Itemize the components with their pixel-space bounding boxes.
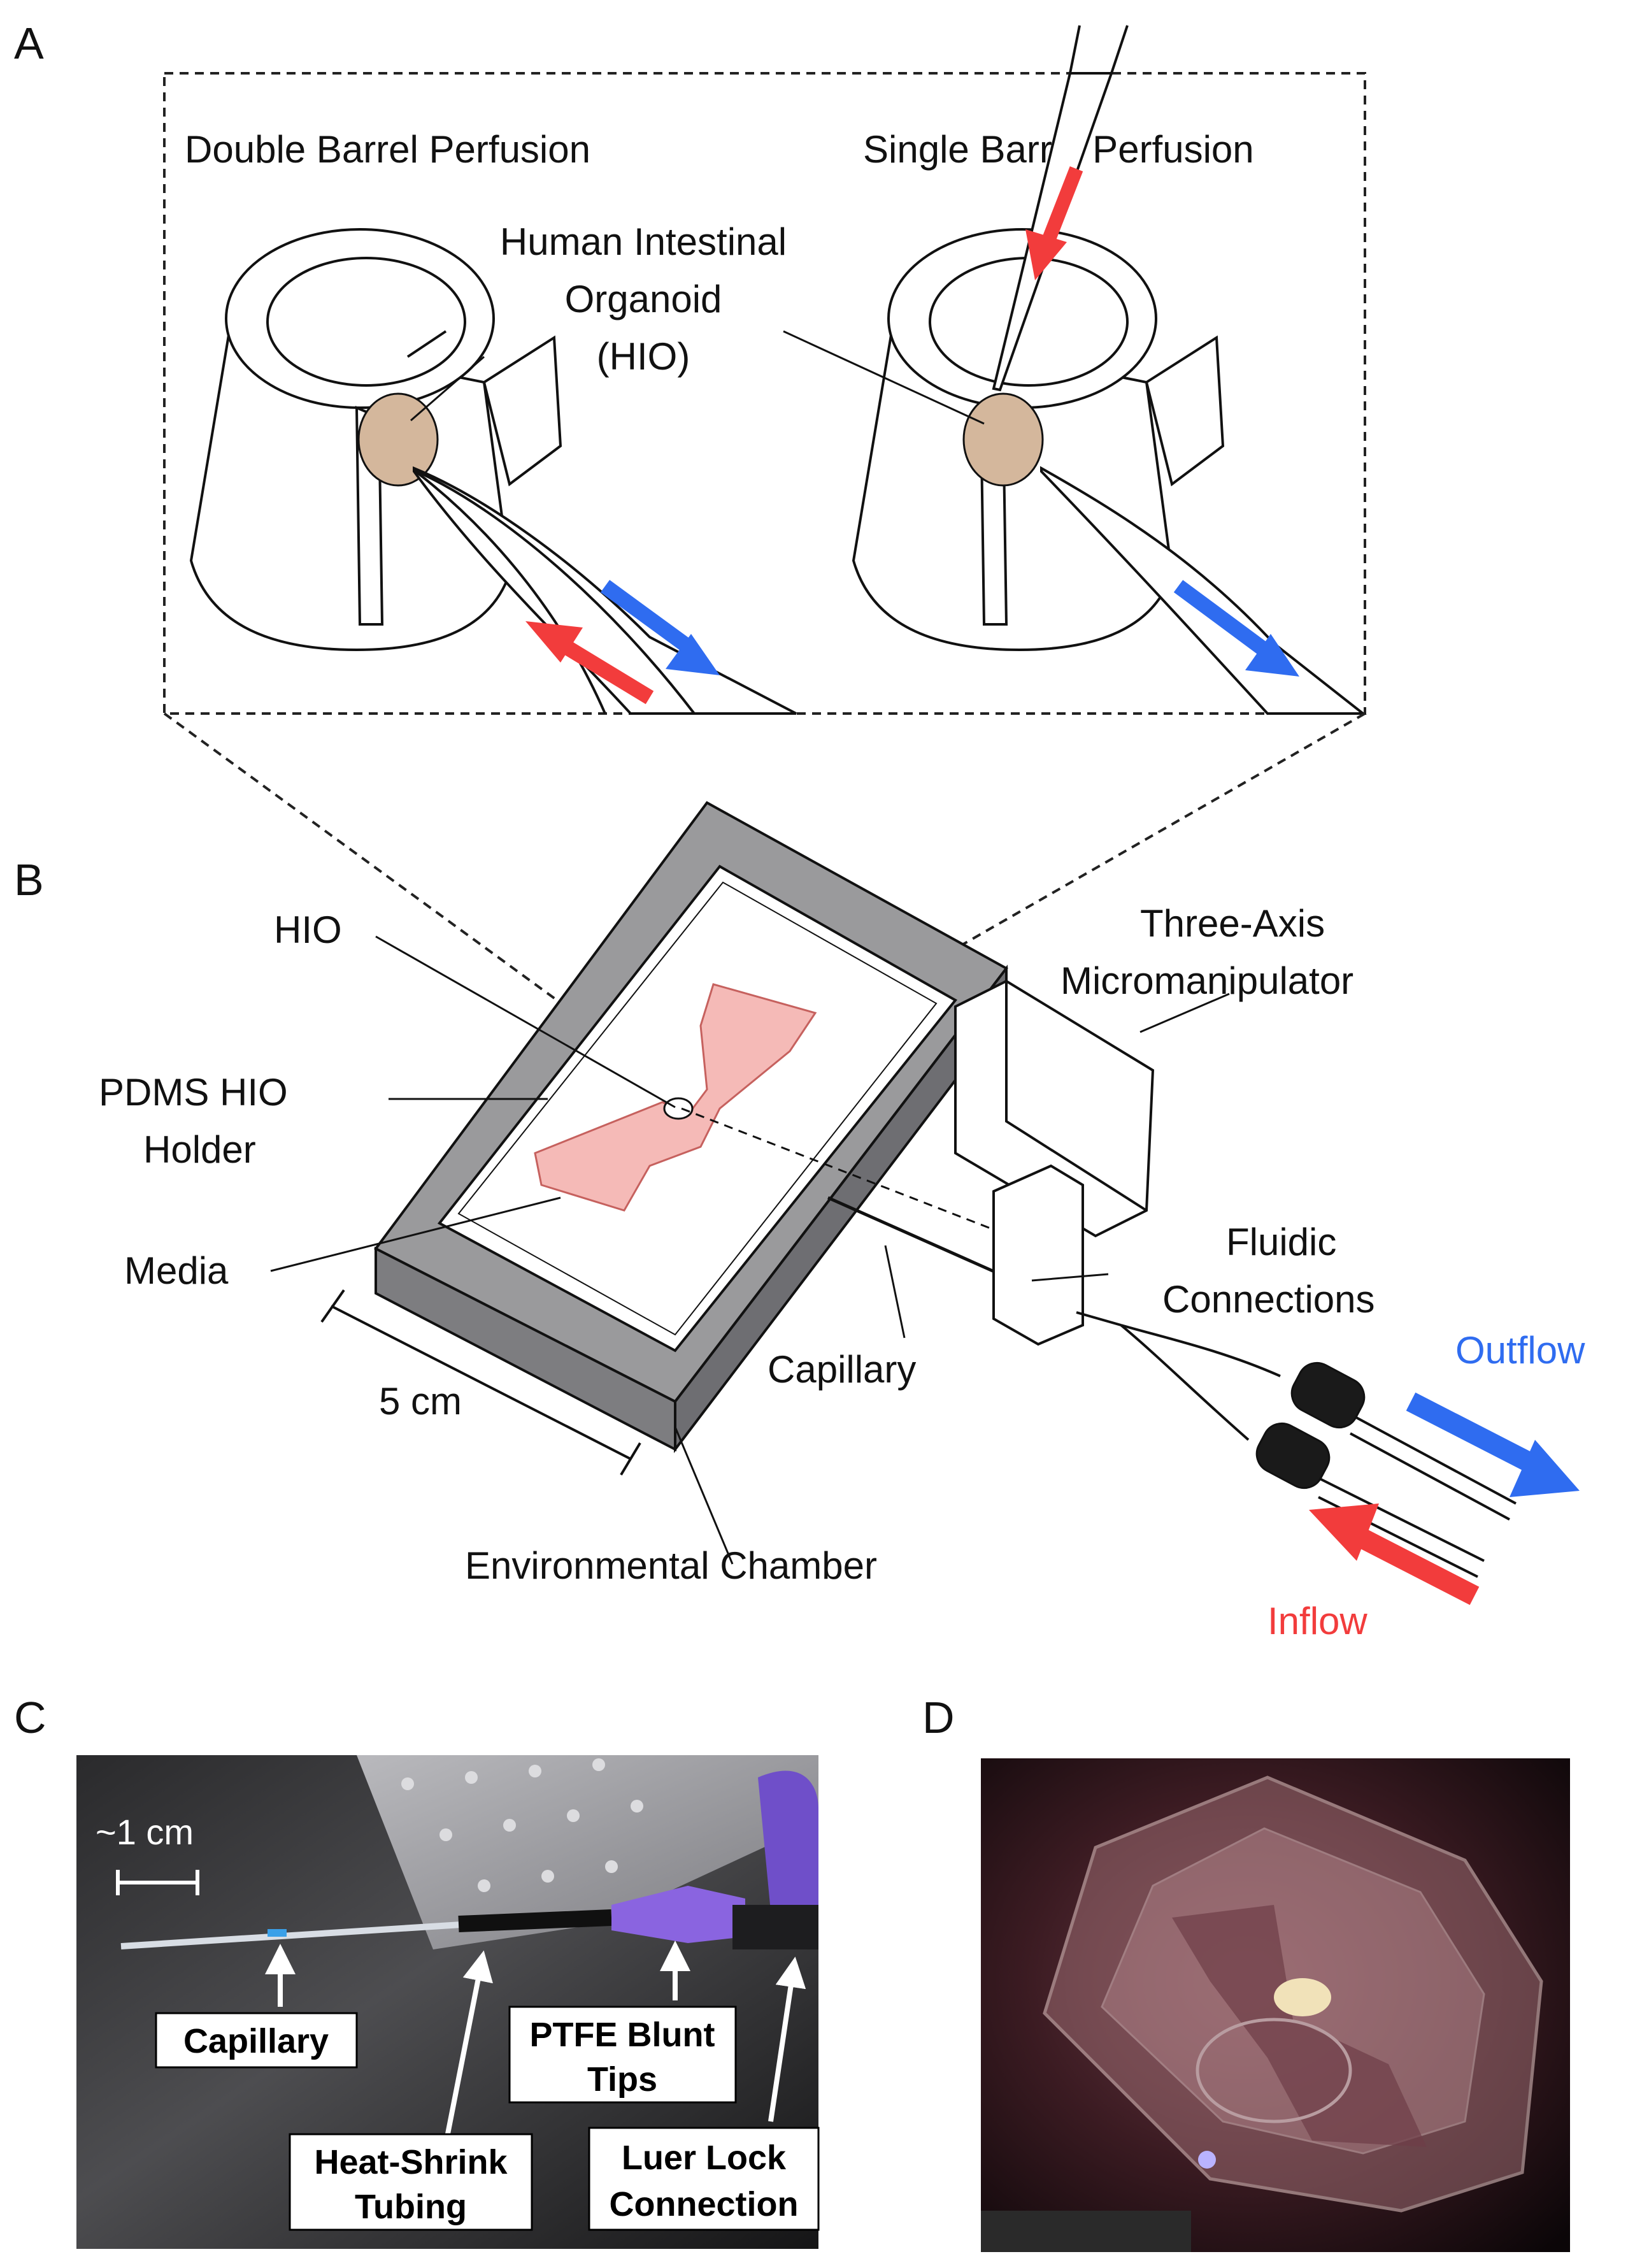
capillary-box-c — [155, 2012, 358, 2069]
three-axis-micromanipulator — [954, 979, 1155, 1346]
scale-bar-c — [116, 1870, 199, 1895]
media-label: Media — [124, 1249, 229, 1292]
organoid-label-line2: Organoid — [565, 278, 722, 320]
chamber-label: Environmental Chamber — [465, 1544, 877, 1587]
double-barrel-pipette — [413, 466, 797, 715]
inflow-arrow-right — [1025, 166, 1083, 280]
pdms-holder-label-line2: Holder — [143, 1128, 256, 1171]
panel-letter-a: A — [14, 18, 44, 68]
photo-d — [981, 1758, 1570, 2252]
micromanipulator-label-line1: Three-Axis — [1140, 902, 1325, 945]
outflow-label: Outflow — [1455, 1329, 1585, 1372]
ptfe-label-line2: Tips — [587, 2060, 657, 2099]
ptfe-box — [508, 2006, 737, 2104]
organoid-leader-left — [410, 355, 485, 422]
outflow-arrow-b — [1406, 1392, 1580, 1497]
organoid-left — [357, 392, 439, 487]
capillary-label-c: Capillary — [183, 2022, 329, 2060]
luer-lock-label-line1: Luer Lock — [622, 2139, 787, 2177]
scale-label-c: ~1 cm — [96, 1812, 194, 1852]
organoid-label-line1: Human Intestinal — [500, 220, 787, 263]
luer-connectors — [1255, 1361, 1366, 1489]
outflow-arrow-right — [1173, 580, 1299, 677]
double-barrel-title: Double Barrel Perfusion — [185, 128, 590, 171]
organoid-label-line3: (HIO) — [597, 335, 690, 378]
single-barrel-holder — [852, 228, 1225, 652]
organoid-right — [962, 392, 1044, 487]
zoom-box — [163, 72, 1366, 715]
pdms-holder-label-line1: PDMS HIO — [99, 1071, 288, 1114]
inflow-arrow-left — [525, 621, 654, 705]
heat-shrink-label-line1: Heat-Shrink — [314, 2143, 508, 2181]
luer-lock-label-line2: Connection — [610, 2185, 799, 2223]
outflow-arrow-left — [600, 580, 720, 675]
organoid-leader-right — [783, 330, 985, 425]
capillary-label-b: Capillary — [768, 1348, 916, 1391]
heat-shrink-label-line2: Tubing — [355, 2188, 467, 2226]
ptfe-label-line1: PTFE Blunt — [530, 2016, 715, 2054]
heat-shrink-box — [289, 2133, 533, 2231]
fluidic-label-line2: Connections — [1162, 1278, 1375, 1321]
fluidic-label-line1: Fluidic — [1226, 1221, 1336, 1263]
photo-c-arrows — [265, 1941, 806, 2160]
inflow-arrow-b — [1309, 1504, 1480, 1605]
fluidic-tubing — [1076, 1311, 1517, 1578]
hio-in-holder — [663, 1097, 694, 1120]
luer-lock-box — [588, 2127, 820, 2231]
leaders-b — [270, 935, 1230, 1565]
scale-bar-b — [320, 1289, 641, 1476]
scale-label-b: 5 cm — [379, 1380, 462, 1423]
panel-letter-b: B — [14, 855, 44, 905]
capillary-tube — [827, 1196, 1001, 1276]
inflow-label: Inflow — [1267, 1600, 1367, 1642]
capillary-line — [681, 1107, 994, 1231]
panel-letter-c: C — [14, 1693, 46, 1742]
micromanipulator-label-line2: Micromanipulator — [1060, 959, 1353, 1002]
environmental-chamber — [373, 801, 1008, 1453]
panel-letter-d: D — [922, 1693, 955, 1742]
hio-label: HIO — [274, 908, 342, 951]
